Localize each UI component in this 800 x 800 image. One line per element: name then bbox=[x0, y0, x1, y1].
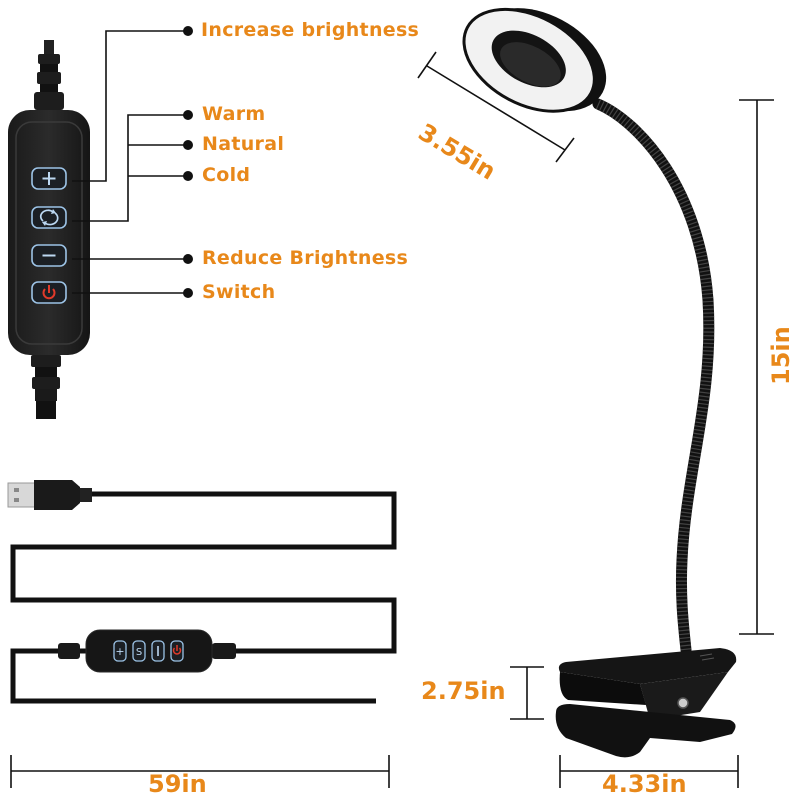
label-reduce-brightness: Reduce Brightness bbox=[202, 247, 409, 269]
mini-controller-buttons: + S bbox=[113, 640, 184, 662]
usb-cable: + S bbox=[7, 480, 397, 704]
label-cold: Cold bbox=[202, 164, 251, 186]
power-button[interactable] bbox=[31, 281, 67, 304]
minus-button[interactable] bbox=[31, 244, 67, 267]
dim-clip-opening: 2.75in bbox=[421, 677, 506, 705]
inline-controller-large bbox=[8, 110, 90, 355]
leader-dots bbox=[183, 26, 193, 298]
label-warm: Warm bbox=[202, 103, 266, 125]
label-switch: Switch bbox=[202, 281, 276, 303]
svg-text:S: S bbox=[136, 647, 142, 658]
dim-clip-length: 4.33in bbox=[602, 770, 687, 798]
label-increase-brightness: Increase brightness bbox=[201, 19, 420, 41]
dim-gooseneck-height: 15in bbox=[767, 326, 795, 385]
controller-top-cable bbox=[34, 40, 64, 110]
dimension-lines bbox=[10, 51, 774, 788]
controller-bottom-cable bbox=[31, 355, 61, 419]
color-cycle-button[interactable] bbox=[31, 206, 67, 229]
ring-lamp-head bbox=[462, 7, 607, 113]
dim-cable-length: 59in bbox=[148, 770, 207, 798]
plus-button[interactable] bbox=[31, 167, 67, 190]
label-natural: Natural bbox=[202, 133, 285, 155]
leader-lines bbox=[72, 30, 188, 294]
clip-base bbox=[555, 648, 737, 758]
gooseneck bbox=[592, 98, 715, 656]
svg-text:+: + bbox=[115, 645, 124, 658]
